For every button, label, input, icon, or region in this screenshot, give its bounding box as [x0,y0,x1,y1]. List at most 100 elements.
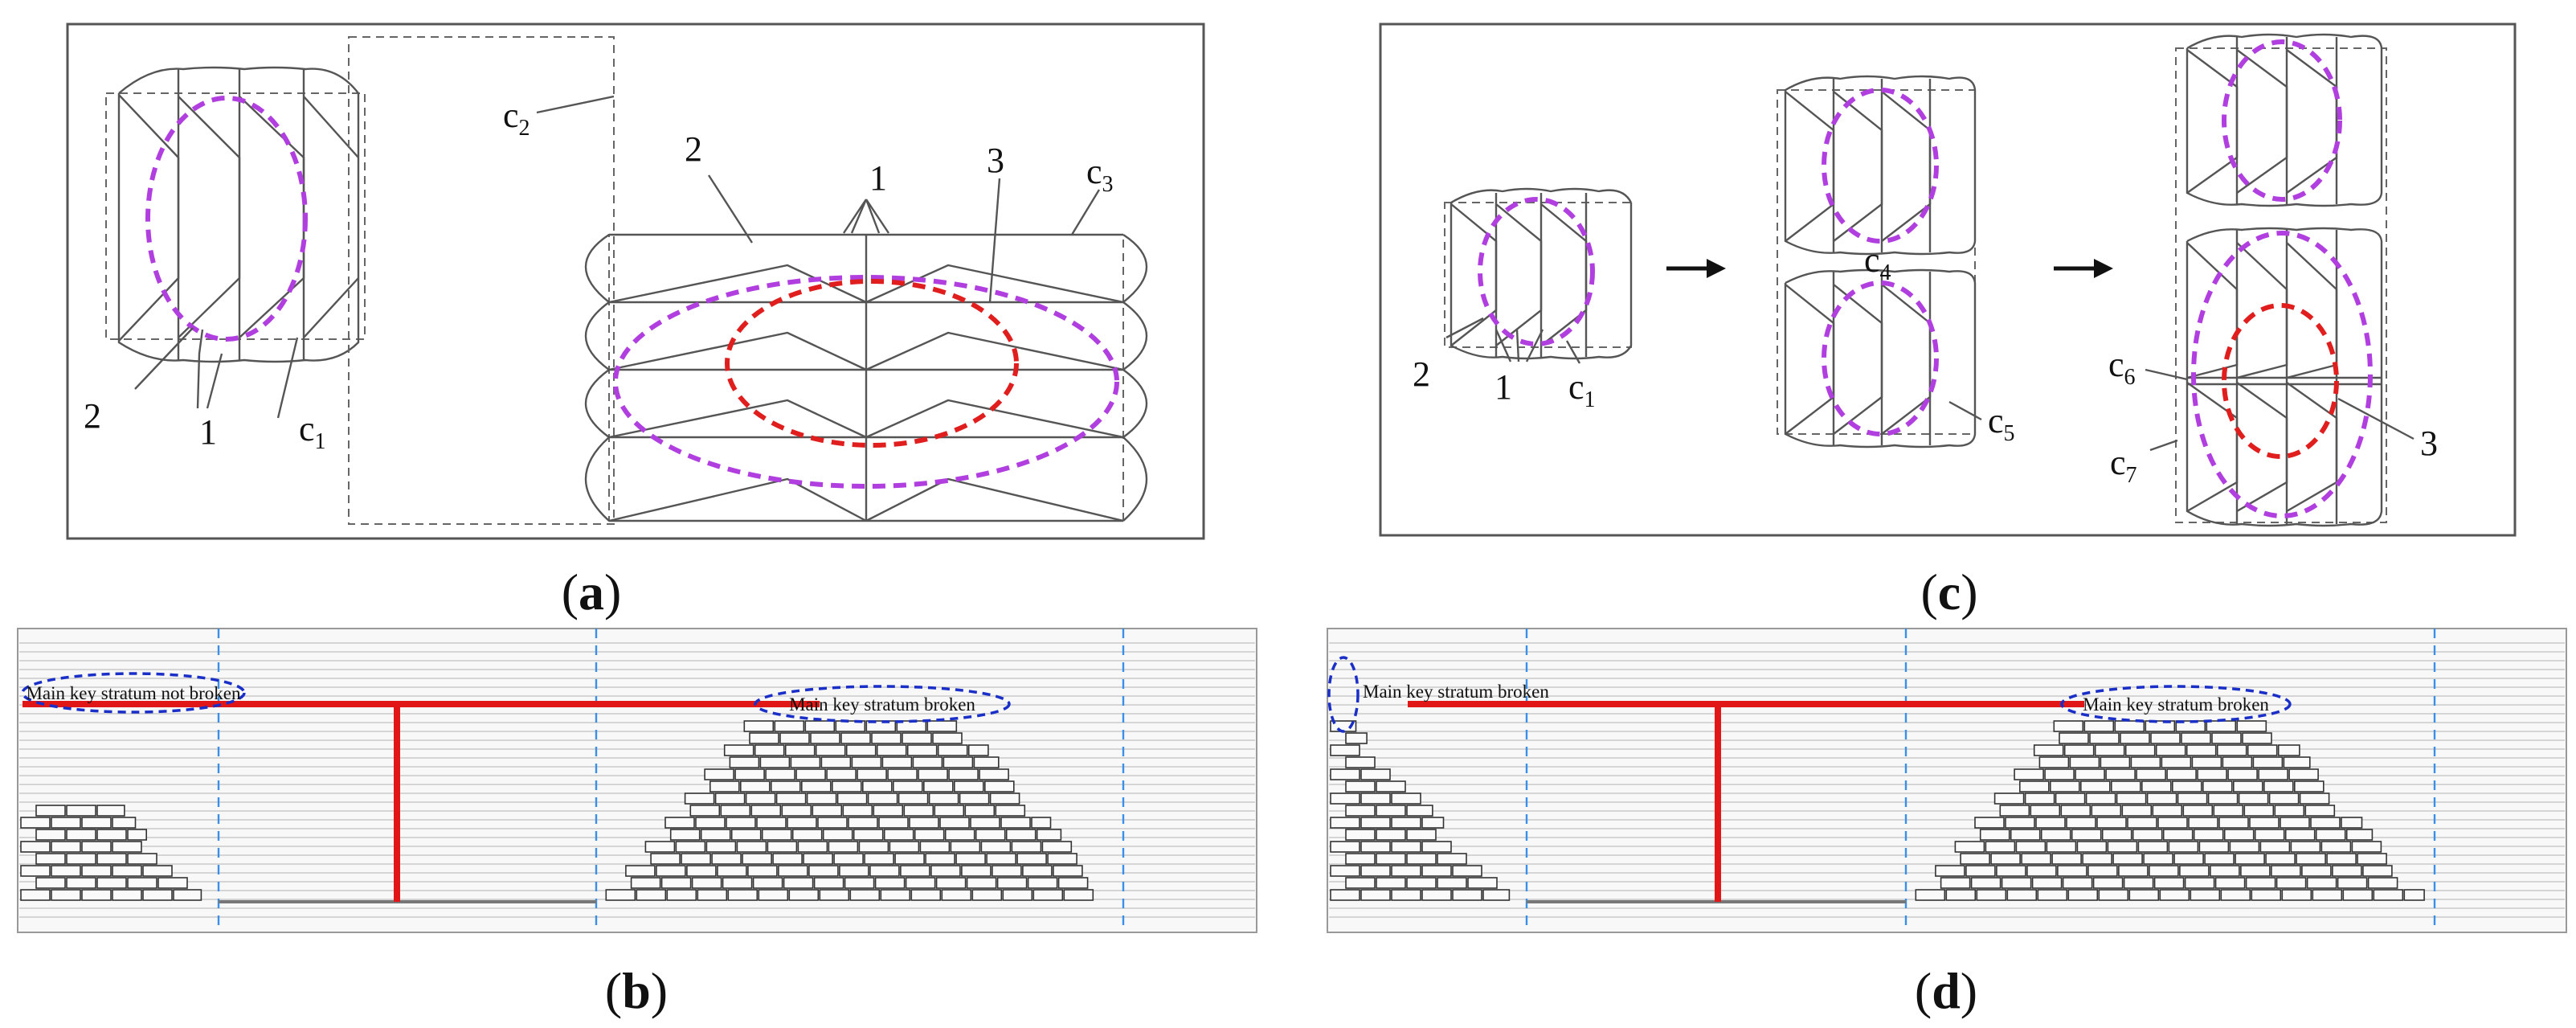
rock-block [2038,756,2070,768]
rock-block [914,829,945,841]
rock-block [980,841,1012,853]
rock-block [778,865,808,877]
rock-block [1406,829,1437,841]
rock-block [709,780,740,793]
rock-block [810,732,840,744]
rock-block [898,793,929,805]
rock-block [2186,744,2217,756]
rock-block [840,732,871,744]
rock-block [1376,853,1406,865]
rock-block [790,756,821,768]
rock-block [1330,889,1360,901]
rock-block [1376,805,1406,817]
rock-block [704,768,734,780]
rock-block [2188,817,2218,829]
rock-block [754,744,785,756]
panel-a-label-c3: c3 [1086,152,1114,197]
rock-block [758,889,789,901]
rock-block [722,877,753,889]
panel-b-marker-broken [754,685,1011,723]
rock-block [2193,829,2224,841]
rock-block [795,768,826,780]
rock-block [2053,720,2084,732]
rock-block [954,780,984,793]
rock-block [2130,756,2161,768]
rock-block [2304,805,2336,817]
rock-block [2021,853,2051,865]
rock-block [881,756,913,768]
rock-block [750,805,782,817]
rock-block [157,877,188,889]
rock-block [20,841,51,853]
rock-block [2206,720,2237,732]
rock-block [1965,865,1996,877]
rock-block [2172,780,2202,793]
rock-block [2190,889,2221,901]
rock-block [81,889,112,901]
rock-block [903,805,934,817]
rock-block [20,865,51,877]
rock-block [1345,756,1376,768]
rock-block [2162,829,2194,841]
rock-block [883,829,914,841]
panel-c-column-start [1444,187,1633,360]
panel-b-caption: (b) [605,962,668,1019]
rock-block [660,877,692,889]
rock-block [2159,889,2190,901]
rock-block [1005,829,1037,841]
rock-block [2031,877,2063,889]
rock-block [1985,841,2016,853]
rock-block [889,841,920,853]
rock-block [2166,768,2197,780]
rock-block [1360,768,1391,780]
rock-block [878,817,909,829]
panel-b-annotation-not-broken: Main key stratum not broken [26,683,241,703]
rock-block [81,865,112,877]
rock-block [815,744,846,756]
rock-block [2342,889,2374,901]
rock-block [2283,756,2311,768]
rock-block [2263,780,2294,793]
rock-block [1345,853,1376,865]
rock-block [2107,841,2138,853]
rock-block [2184,877,2215,889]
rock-block [2280,817,2310,829]
rock-block [2296,853,2326,865]
rock-block [822,829,853,841]
rock-block [1437,877,1467,889]
rock-block [871,732,902,744]
rock-block [959,793,990,805]
rock-block [1345,829,1376,841]
rock-block [747,865,778,877]
rock-block [2076,841,2108,853]
rock-block [705,841,737,853]
rock-block [96,853,127,865]
rock-block [2075,768,2105,780]
rock-block [1027,877,1058,889]
panel-c-caption: (c) [1920,563,1977,620]
rock-block [66,853,96,865]
rock-block [681,853,711,865]
rock-block [2373,889,2404,901]
rock-block [727,889,758,901]
rock-block [2275,877,2307,889]
rock-block [2332,865,2362,877]
rock-block [2204,853,2235,865]
rock-block [939,817,970,829]
rock-block [2341,817,2363,829]
panel-a-label-1-top: 1 [869,158,887,198]
rock-block [934,805,965,817]
rock-block [774,720,805,732]
rock-block [2191,756,2222,768]
rock-block [2091,805,2122,817]
rock-block [66,805,96,817]
rock-block [684,793,715,805]
rock-block [2281,889,2312,901]
rock-block [836,793,868,805]
rock-block [2143,853,2173,865]
rock-block [767,841,798,853]
rock-block [806,793,837,805]
panel-b-marker-not-broken [21,672,246,714]
rock-block [730,829,762,841]
rock-block [1391,817,1421,829]
